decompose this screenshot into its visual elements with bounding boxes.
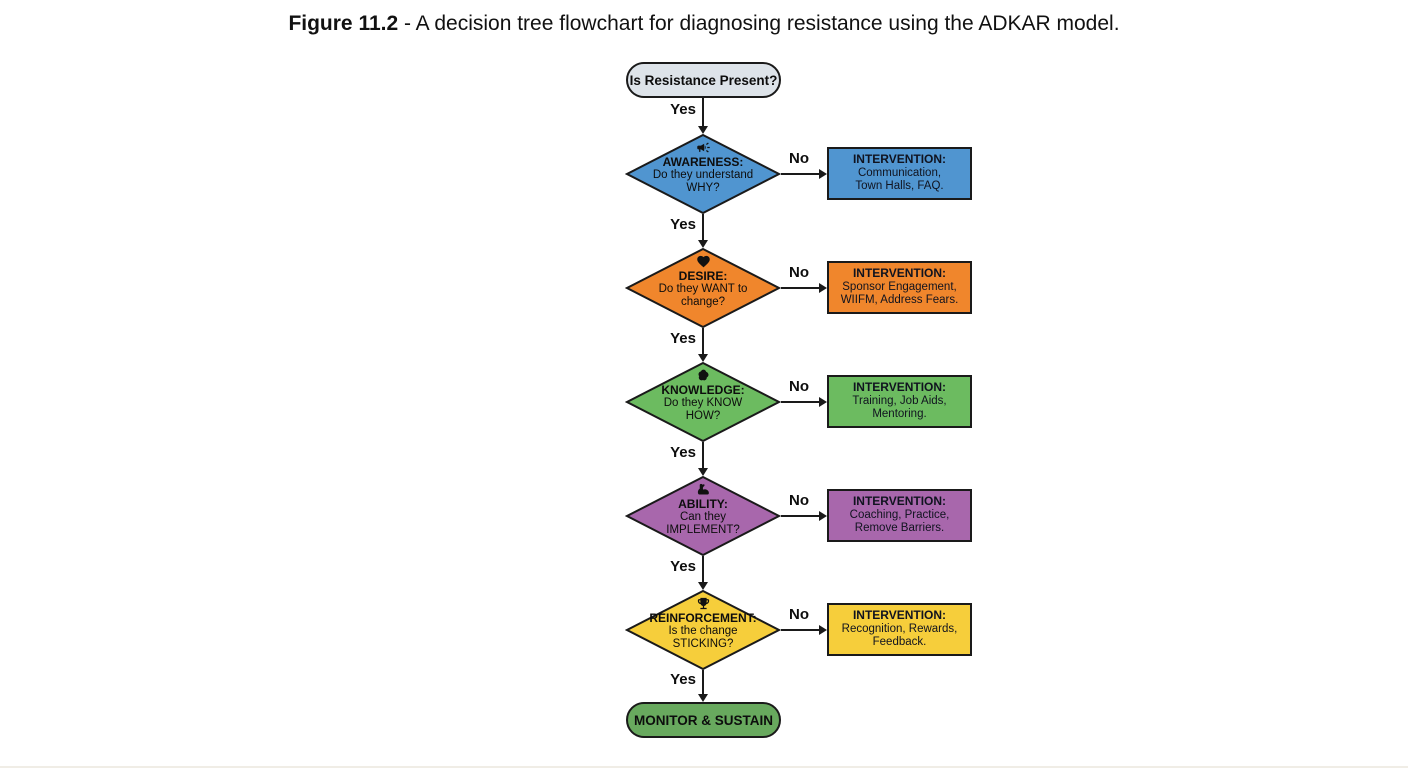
no-label: No bbox=[789, 606, 809, 623]
arrowhead-right bbox=[819, 511, 827, 521]
decision-line: Do they KNOW bbox=[663, 397, 743, 409]
arrowhead-down bbox=[698, 240, 708, 248]
diamond-shape bbox=[625, 248, 781, 328]
trophy-icon bbox=[696, 596, 711, 611]
intervention-awareness: INTERVENTION: Communication, Town Halls,… bbox=[827, 147, 972, 200]
arrowhead-down bbox=[698, 126, 708, 134]
intervention-line: Town Halls, FAQ. bbox=[855, 180, 944, 193]
figure-caption: Figure 11.2 - A decision tree flowchart … bbox=[0, 10, 1408, 38]
intervention-line: Sponsor Engagement, bbox=[842, 280, 957, 293]
page-edge-artifact bbox=[0, 766, 1408, 768]
start-node: Is Resistance Present? bbox=[626, 62, 781, 98]
diamond-shape bbox=[625, 590, 781, 670]
arrowhead-right bbox=[819, 625, 827, 635]
flow-arrow-right bbox=[781, 287, 819, 289]
arrowhead-right bbox=[819, 283, 827, 293]
no-label: No bbox=[789, 378, 809, 395]
decision-line: HOW? bbox=[685, 410, 721, 422]
intervention-line: Training, Job Aids, bbox=[852, 394, 947, 407]
decision-title: DESIRE: bbox=[678, 269, 728, 283]
intervention-title: INTERVENTION: bbox=[852, 494, 947, 509]
intervention-line: Feedback. bbox=[872, 636, 927, 649]
yes-label: Yes bbox=[670, 444, 696, 461]
intervention-knowledge: INTERVENTION: Training, Job Aids, Mentor… bbox=[827, 375, 972, 428]
end-node-label: MONITOR & SUSTAIN bbox=[633, 712, 773, 728]
start-node-label: Is Resistance Present? bbox=[629, 72, 778, 88]
decision-line: Can they bbox=[679, 511, 727, 523]
flow-arrow-down bbox=[702, 98, 704, 126]
decision-line: change? bbox=[680, 296, 726, 308]
figure-caption-text: - A decision tree flowchart for diagnosi… bbox=[398, 12, 1120, 35]
flow-arrow-down bbox=[702, 442, 704, 468]
intervention-reinforcement: INTERVENTION: Recognition, Rewards, Feed… bbox=[827, 603, 972, 656]
decision-title: KNOWLEDGE: bbox=[661, 383, 745, 397]
arrowhead-down bbox=[698, 468, 708, 476]
decision-title: REINFORCEMENT: bbox=[649, 611, 757, 625]
decision-desire: DESIRE: Do they WANT to change? bbox=[625, 248, 781, 328]
no-label: No bbox=[789, 492, 809, 509]
decision-ability: ABILITY: Can they IMPLEMENT? bbox=[625, 476, 781, 556]
decision-title: ABILITY: bbox=[678, 497, 728, 511]
intervention-line: Remove Barriers. bbox=[854, 522, 945, 535]
arrowhead-down bbox=[698, 694, 708, 702]
yes-label: Yes bbox=[670, 671, 696, 688]
yes-label: Yes bbox=[670, 101, 696, 118]
arrowhead-right bbox=[819, 169, 827, 179]
intervention-title: INTERVENTION: bbox=[852, 380, 947, 395]
end-node: MONITOR & SUSTAIN bbox=[626, 702, 781, 738]
figure-number: Figure 11.2 bbox=[288, 12, 399, 35]
flow-arrow-down bbox=[702, 670, 704, 694]
arrowhead-down bbox=[698, 354, 708, 362]
brain-icon bbox=[696, 368, 711, 383]
diamond-shape bbox=[625, 362, 781, 442]
decision-reinforcement: REINFORCEMENT: Is the change STICKING? bbox=[625, 590, 781, 670]
decision-line: Do they WANT to bbox=[658, 283, 748, 295]
flow-arrow-down bbox=[702, 328, 704, 354]
intervention-line: WIIFM, Address Fears. bbox=[840, 294, 959, 307]
decision-title: AWARENESS: bbox=[662, 155, 744, 169]
decision-awareness: AWARENESS: Do they understand WHY? bbox=[625, 134, 781, 214]
yes-label: Yes bbox=[670, 330, 696, 347]
intervention-line: Coaching, Practice, bbox=[849, 508, 950, 521]
arrowhead-down bbox=[698, 582, 708, 590]
intervention-title: INTERVENTION: bbox=[852, 608, 947, 623]
no-label: No bbox=[789, 150, 809, 167]
decision-line: WHY? bbox=[686, 182, 720, 194]
flow-arrow-right bbox=[781, 173, 819, 175]
yes-label: Yes bbox=[670, 558, 696, 575]
decision-line: Do they understand bbox=[652, 169, 754, 181]
flow-arrow-down bbox=[702, 214, 704, 240]
intervention-ability: INTERVENTION: Coaching, Practice, Remove… bbox=[827, 489, 972, 542]
intervention-line: Mentoring. bbox=[872, 408, 927, 421]
yes-label: Yes bbox=[670, 216, 696, 233]
intervention-line: Communication, bbox=[857, 166, 942, 179]
flow-arrow-right bbox=[781, 515, 819, 517]
intervention-desire: INTERVENTION: Sponsor Engagement, WIIFM,… bbox=[827, 261, 972, 314]
diamond-shape bbox=[625, 134, 781, 214]
no-label: No bbox=[789, 264, 809, 281]
megaphone-icon bbox=[696, 140, 711, 155]
decision-knowledge: KNOWLEDGE: Do they KNOW HOW? bbox=[625, 362, 781, 442]
bicep-icon bbox=[696, 482, 711, 497]
decision-line: IMPLEMENT? bbox=[666, 524, 740, 536]
intervention-line: Recognition, Rewards, bbox=[841, 622, 958, 635]
diamond-shape bbox=[625, 476, 781, 556]
decision-line: Is the change bbox=[668, 625, 738, 637]
flow-arrow-down bbox=[702, 556, 704, 582]
flow-arrow-right bbox=[781, 629, 819, 631]
flow-arrow-right bbox=[781, 401, 819, 403]
heart-icon bbox=[696, 254, 711, 269]
intervention-title: INTERVENTION: bbox=[852, 152, 947, 167]
decision-line: STICKING? bbox=[672, 638, 734, 650]
intervention-title: INTERVENTION: bbox=[852, 266, 947, 281]
arrowhead-right bbox=[819, 397, 827, 407]
